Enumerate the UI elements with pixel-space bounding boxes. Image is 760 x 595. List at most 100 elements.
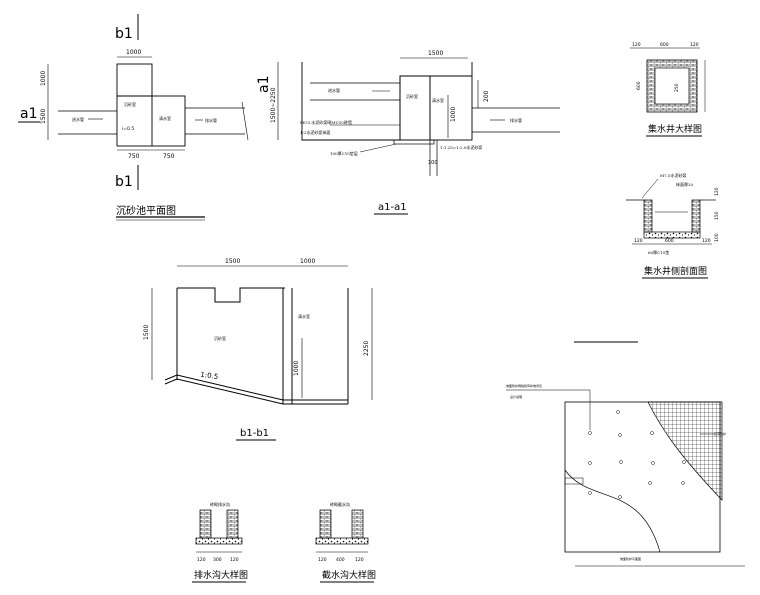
well-inner-space	[654, 67, 690, 105]
dim-bottom: 100	[428, 160, 438, 166]
inlet-label: 进水管	[328, 87, 340, 93]
leader	[359, 143, 397, 153]
stake-marker	[651, 461, 655, 465]
settling-label: 沉砂室	[406, 93, 418, 99]
dim-middle: 300	[213, 557, 222, 563]
plan-view: b1 b1 a1 1000 1000 1500 进水管 沉砂室 i=0.5 清水…	[18, 14, 249, 221]
slope-label: i=0.5	[122, 126, 134, 132]
well-wall-right	[691, 199, 701, 233]
clear-label: 清水室	[432, 97, 444, 103]
stake-marker	[650, 431, 654, 435]
dim-bottom-right: 120	[702, 238, 711, 244]
sloped-floor	[164, 374, 348, 401]
dim-right-b: 200	[483, 90, 490, 102]
dim-right: 120	[355, 557, 364, 563]
section-a1-view: 1500 1500~2250 a1 进水管 沉砂室 清水室 1000 200 排…	[256, 50, 560, 215]
drain-wall-left	[199, 509, 212, 539]
note-cushion: 60厚C15垫	[648, 249, 669, 255]
slope-note-right: 植草防护	[714, 431, 726, 436]
break-line	[241, 101, 249, 141]
stake-marker	[588, 491, 592, 495]
dim-top-left: 1500	[225, 258, 240, 265]
note-mortar: 1:1.25=1:2.0水泥砂浆	[440, 144, 482, 150]
dim-right: 120	[230, 557, 239, 563]
dim-top-right: 1000	[300, 258, 315, 265]
dim-bottom-left: 120	[634, 238, 643, 244]
slope-step	[564, 477, 584, 485]
stake-marker	[588, 461, 592, 465]
slope-protection-view: 坡面防护网格植草护坡详见 设计说明 植草防护 坡面防护平面图	[506, 341, 745, 567]
note-plaster: 1:2水泥砂浆抹面	[300, 129, 330, 135]
well-section-view: M7.5水泥砂浆 抹面厚20 120 600 120 120 150 100 6…	[626, 172, 720, 279]
dim-bottom-left: 750	[128, 153, 140, 160]
inlet-label: 进水管	[72, 116, 84, 122]
well-section-caption: 集水井侧剖面图	[644, 265, 707, 277]
outlet-label: 排水管	[205, 117, 217, 123]
dim-left: 120	[318, 557, 327, 563]
section-mark-a1: a1	[20, 106, 38, 122]
slope-label: 1:0.5	[200, 371, 219, 381]
stake-marker	[619, 460, 623, 464]
well-plan-caption: 集水井大样图	[648, 123, 702, 135]
dim-left: 1500~2250	[270, 87, 277, 123]
dim-top: 1000	[126, 49, 141, 56]
slope-curve	[564, 469, 661, 553]
settling-chamber	[116, 95, 186, 147]
stake-marker	[681, 481, 685, 485]
section-mark-b1-top: b1	[115, 26, 133, 42]
stake-marker	[616, 410, 620, 414]
leader	[641, 178, 659, 199]
well-base	[643, 231, 701, 239]
stake-marker	[648, 481, 652, 485]
drain-b-caption: 截水沟大样图	[322, 569, 376, 581]
drain-note: 砖砌截水沟	[330, 501, 350, 507]
note-wall: MU5.水泥砂浆砌MU10砖墙	[300, 119, 352, 125]
settling-chamber-upper	[116, 63, 153, 97]
drain-wall-right	[226, 509, 239, 539]
grid-planting-area	[647, 401, 723, 501]
dim-top: 1500	[428, 50, 443, 57]
stake-marker	[618, 495, 622, 499]
dim-inner: 1000	[293, 361, 300, 376]
dim-top-right: 120	[690, 42, 699, 48]
drain-base	[195, 537, 243, 545]
drain-wall-left	[319, 509, 332, 539]
drain-base	[315, 537, 369, 545]
dim-right-top: 120	[714, 187, 720, 196]
dim-bottom-right: 750	[163, 153, 175, 160]
stake-marker	[618, 433, 622, 437]
dim-top-left: 120	[632, 42, 641, 48]
dim-bottom-middle: 600	[665, 238, 674, 244]
slope-note-second: 设计说明	[510, 394, 522, 399]
dim-left: 120	[197, 557, 206, 563]
outlet-label: 排水管	[510, 117, 522, 123]
plan-caption: 沉砂池平面图	[116, 204, 176, 217]
floor-slab	[164, 378, 348, 405]
foundation-pad	[393, 139, 435, 145]
note-plaster: 抹面厚20	[676, 181, 694, 187]
outer-wall	[301, 62, 473, 141]
dim-inner: 250	[674, 83, 680, 92]
section-a-caption: a1-a1	[378, 202, 407, 213]
dim-left-lower: 1500	[40, 109, 47, 124]
note-cushion: 100厚C15垫层	[330, 150, 358, 156]
section-mark-b1-bottom: b1	[115, 174, 133, 190]
settling-chamber	[399, 75, 431, 141]
dim-left: 600	[636, 81, 642, 90]
drain-detail-b: 砖砌截水沟 120 400 120 截水沟大样图	[315, 501, 376, 583]
drain-detail-a: 砖砌排水沟 120 300 120 排水沟大样图	[192, 501, 248, 583]
dim-middle: 400	[336, 557, 345, 563]
clear-label: 清水室	[298, 313, 310, 319]
settling-label: 沉砂室	[124, 101, 136, 107]
well-wall-left	[643, 199, 653, 233]
section-b1-view: 1500 1000 1500 2250 沉砂室 清水室 1000 1:0.5 b…	[143, 258, 373, 441]
dim-left-upper: 1000	[40, 71, 47, 86]
dim-right-a: 1000	[450, 107, 457, 122]
section-b-caption: b1-b1	[240, 428, 269, 439]
drain-a-caption: 排水沟大样图	[194, 569, 248, 581]
dim-top-middle: 600	[660, 42, 669, 48]
weir-notch	[177, 287, 285, 303]
dim-right: 2250	[363, 341, 370, 356]
dim-right-bottom: 100	[714, 233, 720, 242]
